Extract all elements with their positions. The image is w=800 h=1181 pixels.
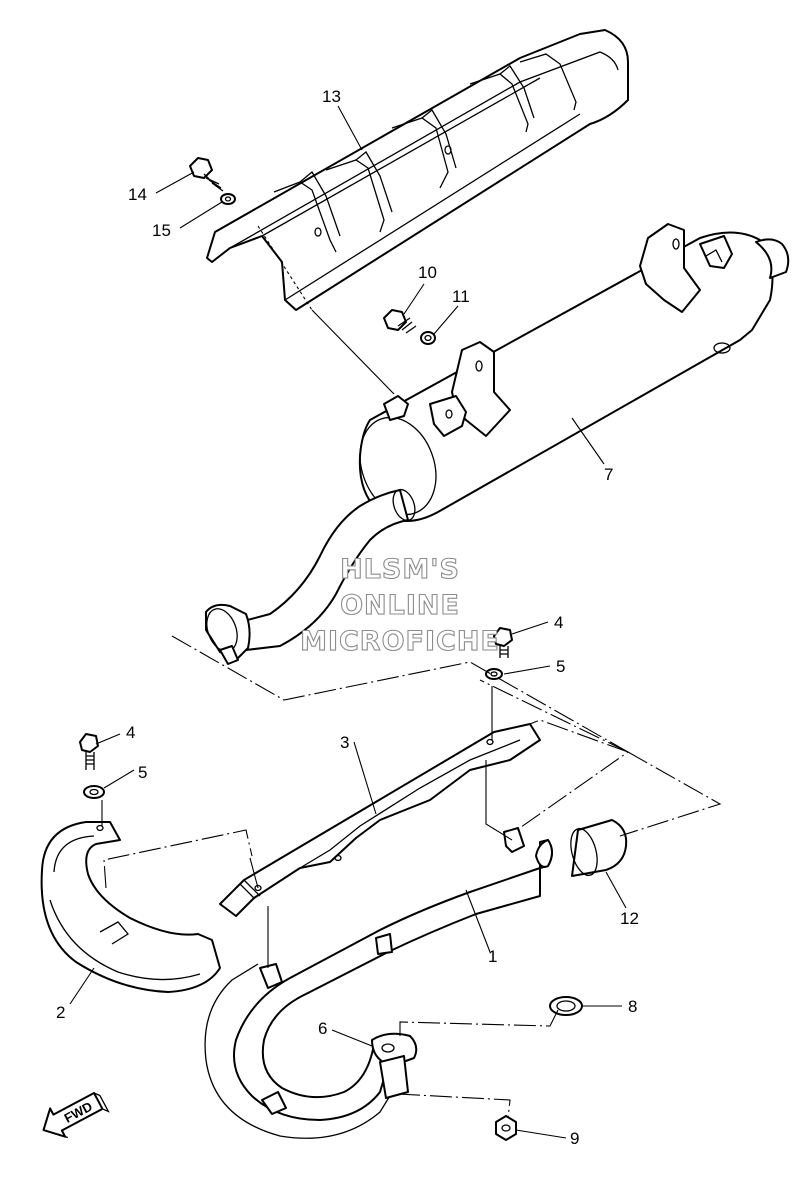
watermark-line-3: MICROFICHE — [300, 626, 500, 657]
heat-protector[interactable] — [206, 29, 629, 311]
flange-nut[interactable] — [495, 1115, 517, 1141]
callout-2: 2 — [56, 1003, 65, 1022]
assembly-lines — [101, 309, 722, 1119]
callout-4-upper: 4 — [554, 613, 563, 632]
callout-14: 14 — [128, 185, 147, 204]
callout-9: 9 — [570, 1129, 579, 1148]
heat-protector-bolt[interactable] — [189, 157, 224, 192]
watermark-line-1: HLSM'S — [340, 554, 460, 585]
muffler-washer[interactable] — [420, 331, 436, 345]
flange-gasket[interactable] — [549, 996, 583, 1016]
callout-6: 6 — [318, 1019, 327, 1038]
callout-10: 10 — [418, 263, 437, 282]
callout-5-left: 5 — [138, 763, 147, 782]
fwd-arrow-icon: FWD — [42, 1092, 110, 1139]
callout-1: 1 — [488, 947, 497, 966]
callout-12: 12 — [620, 909, 639, 928]
heat-protector-washer[interactable] — [220, 193, 236, 205]
leader-lines — [69, 105, 627, 1139]
callout-8: 8 — [628, 997, 637, 1016]
bracket-washer-upper[interactable] — [485, 668, 503, 680]
exhaust-gasket[interactable] — [566, 819, 628, 878]
callout-labels: 13 14 15 10 11 7 4 5 4 5 3 12 1 2 6 8 9 — [56, 87, 639, 1148]
watermark-line-2: ONLINE — [340, 590, 460, 621]
muffler-assembly[interactable] — [201, 223, 790, 665]
bracket-bolt-upper[interactable] — [493, 627, 513, 658]
bracket-bolt-left[interactable] — [79, 733, 99, 770]
muffler-bolt[interactable] — [383, 309, 417, 334]
callout-4-left: 4 — [126, 723, 135, 742]
callout-5-upper: 5 — [556, 657, 565, 676]
watermark: HLSM'S ONLINE MICROFICHE — [300, 553, 500, 657]
callout-7: 7 — [604, 465, 613, 484]
callout-13: 13 — [322, 87, 341, 106]
callout-15: 15 — [152, 221, 171, 240]
exhaust-pipe[interactable] — [204, 827, 553, 1139]
callout-3: 3 — [340, 733, 349, 752]
muffler-bracket[interactable] — [219, 723, 541, 917]
bracket-washer-left[interactable] — [83, 785, 105, 799]
exhaust-protector[interactable] — [40, 821, 221, 993]
callout-11: 11 — [452, 287, 470, 306]
